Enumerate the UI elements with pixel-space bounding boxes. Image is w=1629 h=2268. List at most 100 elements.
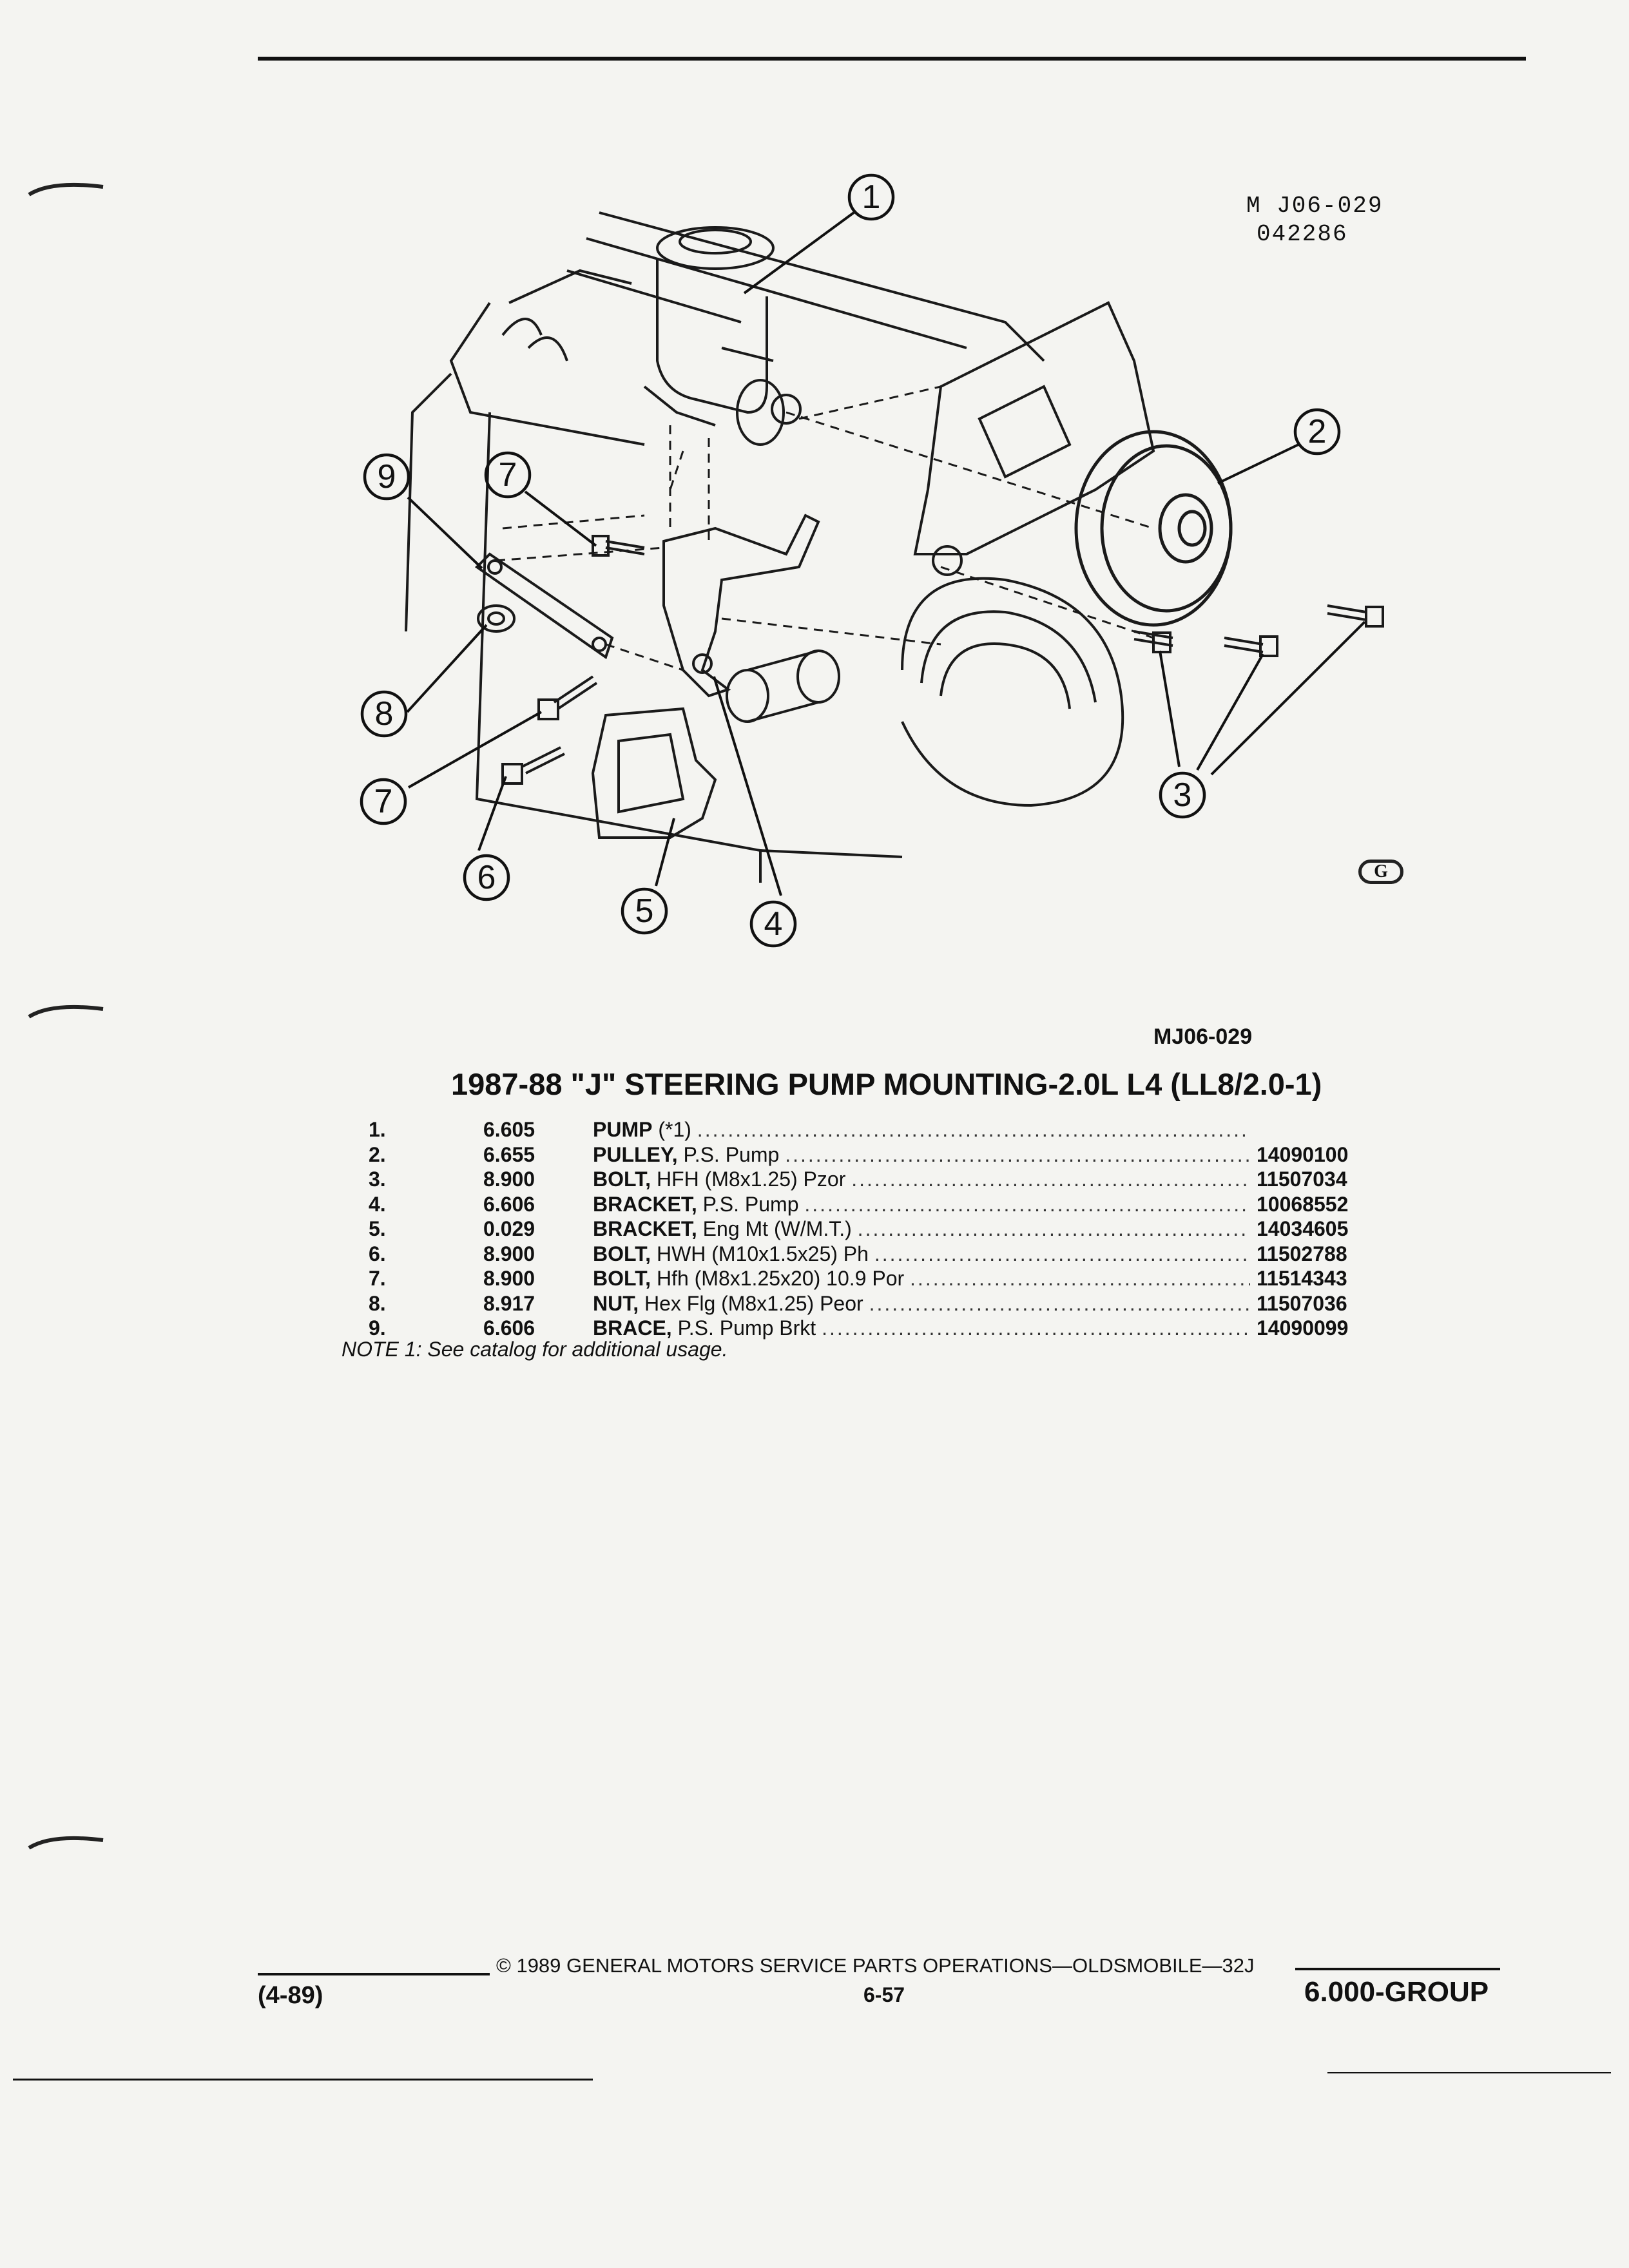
item-number: 9. [369, 1316, 386, 1340]
part-detail: P.S. Pump [683, 1142, 780, 1166]
group-number: 6.655 [483, 1142, 535, 1166]
part-name: NUT, [593, 1291, 639, 1315]
leader-dots: ........................................… [697, 1118, 1250, 1141]
pulley-drawing [1074, 430, 1233, 627]
part-detail: HFH (M8x1.25) Pzor [656, 1168, 846, 1191]
binder-mark-middle [28, 1004, 104, 1019]
part-name: BOLT, [593, 1267, 651, 1290]
leader-dots: ........................................… [857, 1217, 1250, 1240]
callout-3 [1159, 771, 1206, 819]
part-description: BOLT, HFH (M8x1.25) Pzor ...............… [593, 1167, 1250, 1192]
part-number: 11507034 [1257, 1168, 1347, 1191]
item-number: 1. [369, 1118, 386, 1141]
item-number: 2. [369, 1142, 386, 1166]
callout-label-5: 5 [635, 892, 654, 930]
parts-row: 9. 6.606 BRACE, P.S. Pump Brkt .........… [342, 1316, 1373, 1341]
page-title: 1987-88 "J" STEERING PUMP MOUNTING-2.0L … [451, 1067, 1322, 1101]
part-number: 14090100 [1257, 1142, 1349, 1166]
engine-block-outline [405, 211, 1124, 883]
parts-row: 6. 8.900 BOLT, HWH (M10x1.5x25) Ph .....… [342, 1242, 1373, 1267]
front-bracket-drawing [913, 301, 1155, 576]
part-detail: Hex Flg (M8x1.25) Peor [644, 1291, 863, 1315]
callout-7b [360, 778, 407, 825]
mount-bracket-drawing [591, 707, 717, 839]
part-number: 14034605 [1257, 1217, 1349, 1240]
part-detail: Hfh (M8x1.25x20) 10.9 Por [656, 1267, 905, 1290]
part-detail: Eng Mt (W/M.T.) [702, 1217, 852, 1240]
footer-page-number: 6-57 [863, 1983, 905, 2006]
part-detail: (*1) [658, 1118, 691, 1141]
part-name: PUMP [593, 1118, 653, 1141]
gm-logo: G [1358, 860, 1403, 884]
footer-rule-left [258, 1973, 490, 1975]
callouts [360, 173, 1341, 948]
bottom-edge-rule-right [1327, 2072, 1611, 2073]
item-number: 7. [369, 1267, 386, 1290]
part-detail: P.S. Pump [702, 1192, 799, 1216]
callout-label-3: 3 [1173, 776, 1192, 814]
leader-dots: ........................................… [874, 1242, 1250, 1265]
part-description: NUT, Hex Flg (M8x1.25) Peor ............… [593, 1291, 1250, 1316]
parts-row: 7. 8.900 BOLT, Hfh (M8x1.25x20) 10.9 Por… [342, 1266, 1373, 1291]
callout-label-8: 8 [375, 695, 394, 733]
group-number: 6.605 [483, 1118, 535, 1141]
bottom-edge-rule [13, 2079, 593, 2081]
part-name: BRACE, [593, 1316, 672, 1340]
ref-code-line1: M J06-029 [1246, 193, 1383, 219]
callout-label-6: 6 [477, 859, 496, 896]
group-number: 6.606 [483, 1192, 535, 1216]
top-rule [258, 57, 1526, 61]
callout-label-1: 1 [862, 178, 881, 216]
group-number: 8.917 [483, 1291, 535, 1315]
leader-dots: ........................................… [851, 1168, 1250, 1191]
part-name: BOLT, [593, 1242, 651, 1265]
parts-row: 5. 0.029 BRACKET, Eng Mt (W/M.T.) ......… [342, 1216, 1373, 1242]
part-description: BOLT, HWH (M10x1.5x25) Ph ..............… [593, 1242, 1250, 1267]
leader-dots: ........................................… [822, 1316, 1250, 1340]
parts-row: 3. 8.900 BOLT, HFH (M8x1.25) Pzor ......… [342, 1167, 1373, 1192]
callout-7a [484, 451, 532, 499]
part-detail: HWH (M10x1.5x25) Ph [656, 1242, 869, 1265]
usage-note: NOTE 1: See catalog for additional usage… [342, 1338, 728, 1361]
part-description: BOLT, Hfh (M8x1.25x20) 10.9 Por ........… [593, 1266, 1250, 1291]
callout-label-7a: 7 [499, 456, 517, 494]
parts-row: 1. 6.605 PUMP (*1) .....................… [342, 1117, 1373, 1142]
group-number: 8.900 [483, 1168, 535, 1191]
steering-pump-drawing [643, 226, 802, 446]
leader-dots: ........................................… [804, 1192, 1250, 1216]
part-number: 11507036 [1257, 1291, 1347, 1315]
ref-code-line2: 042286 [1257, 221, 1348, 247]
callout-4 [749, 900, 797, 948]
parts-row: 2. 6.655 PULLEY, P.S. Pump .............… [342, 1142, 1373, 1168]
ref-code: M J06-029 042286 [1246, 192, 1383, 249]
callout-1 [847, 173, 895, 221]
leader-lines [406, 211, 1366, 896]
callout-6 [463, 854, 510, 901]
parts-row: 4. 6.606 BRACKET, P.S. Pump ............… [342, 1192, 1373, 1217]
pump-bracket-drawing [662, 514, 820, 698]
part-description: BRACKET, Eng Mt (W/M.T.) ...............… [593, 1216, 1250, 1242]
part-name: BRACKET, [593, 1217, 697, 1240]
part-detail: P.S. Pump Brkt [677, 1316, 816, 1340]
callout-label-7b: 7 [374, 783, 393, 820]
part-name: BOLT, [593, 1168, 651, 1191]
item-number: 5. [369, 1217, 386, 1240]
callout-2 [1293, 408, 1341, 456]
leader-dots: ........................................… [910, 1267, 1250, 1290]
part-number: 10068552 [1257, 1192, 1349, 1216]
callout-label-2: 2 [1308, 413, 1327, 450]
group-number: 8.900 [483, 1242, 535, 1265]
part-number: 11514343 [1257, 1267, 1347, 1290]
part-description: BRACE, P.S. Pump Brkt ..................… [593, 1316, 1250, 1341]
callout-5 [621, 887, 668, 935]
footer-rule-right [1295, 1968, 1500, 1970]
item-number: 4. [369, 1192, 386, 1216]
part-description: PUMP (*1) ..............................… [593, 1117, 1250, 1142]
part-name: BRACKET, [593, 1192, 697, 1216]
oil-filter-drawing [726, 649, 840, 723]
part-number: 11502788 [1257, 1242, 1347, 1265]
gm-logo-letter: G [1374, 861, 1388, 881]
item-number: 6. [369, 1242, 386, 1265]
part-number: 14090099 [1257, 1316, 1349, 1340]
binder-mark-bottom [28, 1836, 104, 1850]
